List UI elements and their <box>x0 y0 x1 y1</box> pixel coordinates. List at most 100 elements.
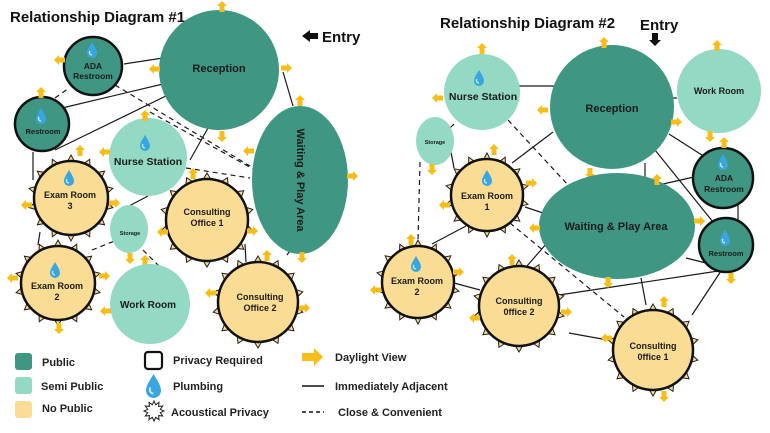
room-label: Reception <box>585 103 638 115</box>
legend-label: No Public <box>42 403 93 415</box>
room-label-line2: 2 <box>414 287 419 297</box>
daylight-arrow-icon <box>295 95 305 106</box>
daylight-arrow-icon <box>432 93 443 103</box>
legend-item-semi-public: Semi Public <box>15 377 103 394</box>
room-label-line1: Exam Room <box>31 281 83 291</box>
room-reception[interactable]: Reception <box>537 37 682 179</box>
legend-label: Immediately Adjacent <box>335 381 448 393</box>
daylight-arrow-icon <box>489 144 499 155</box>
entry-indicator: Entry <box>302 29 361 46</box>
room-restroom[interactable]: Restroom <box>13 87 71 153</box>
room-label: Nurse Station <box>449 91 517 103</box>
daylight-arrow-icon <box>347 171 358 181</box>
room-storage[interactable]: Storage <box>110 205 150 266</box>
room-exam-room-3[interactable]: Exam Room 3 <box>21 145 120 243</box>
daylight-arrow-icon <box>281 63 292 73</box>
legend-item-close-convenient: Close & Convenient <box>302 407 442 419</box>
room-nurse-station[interactable]: Nurse Station <box>99 110 187 196</box>
room-label-line2: 2 <box>54 292 59 302</box>
plumbing-icon <box>145 373 162 399</box>
room-restroom[interactable]: Restroom <box>697 216 755 284</box>
room-exam-room-1[interactable]: Exam Room 1 <box>439 144 537 239</box>
daylight-arrow-icon <box>7 273 18 283</box>
legend-item-daylight-view: Daylight View <box>302 348 407 366</box>
room-consulting-office-2[interactable]: Consulting 0ffice 2 <box>469 254 572 353</box>
daylight-arrow-icon <box>719 137 729 148</box>
room-label-line2: 0ffice 1 <box>637 352 668 362</box>
diagram-2-title: Relationship Diagram #2 <box>440 15 615 32</box>
legend: Public Semi Public No Public Privacy Req… <box>15 348 448 423</box>
room-storage[interactable]: Storage <box>416 117 454 175</box>
room-label: Storage <box>120 231 140 237</box>
room-label: Reception <box>192 63 245 75</box>
daylight-arrow-icon <box>21 200 32 210</box>
daylight-arrow-icon <box>659 391 669 402</box>
room-label: Waiting & Play Area <box>564 221 668 233</box>
room-label-line2: 0ffice 2 <box>503 307 534 317</box>
room-label-line2: Office 1 <box>190 218 223 228</box>
legend-item-privacy-required: Privacy Required <box>143 350 263 371</box>
entry-indicator: Entry <box>640 17 679 46</box>
daylight-arrow-icon <box>370 285 381 295</box>
room-consulting-office-1[interactable]: Consulting Office 1 <box>157 168 258 268</box>
room-label: Restroom <box>25 127 60 136</box>
entry-arrow-icon <box>302 30 318 42</box>
daylight-arrow-icon <box>659 296 669 307</box>
room-label: Work Room <box>120 300 176 311</box>
entry-label: Entry <box>322 29 361 46</box>
daylight-arrow-icon <box>507 254 517 265</box>
room-label-line2: 1 <box>484 202 489 212</box>
room-label: Work Room <box>694 86 744 96</box>
room-work-room[interactable]: Work Room <box>100 264 190 344</box>
room-label-line2: Office 2 <box>243 303 276 313</box>
legend-label: Acoustical Privacy <box>171 407 270 419</box>
daylight-arrow-icon <box>54 323 64 334</box>
daylight-arrow-icon <box>477 43 487 54</box>
room-label-line1: Exam Room <box>391 276 443 286</box>
diagram-2: Relationship Diagram #2 Entry <box>370 15 761 402</box>
no-public-swatch <box>15 401 32 418</box>
room-reception[interactable]: Reception <box>149 1 292 142</box>
room-label-line1: ADA <box>715 173 733 183</box>
daylight-arrow-icon <box>99 147 110 157</box>
room-ada-restroom[interactable]: ADA Restroom <box>54 35 124 97</box>
daylight-arrow-icon <box>149 64 160 74</box>
daylight-arrow-icon <box>406 234 416 245</box>
public-swatch <box>15 353 32 370</box>
legend-label: Close & Convenient <box>338 407 442 419</box>
daylight-arrow-icon <box>75 145 85 156</box>
legend-label: Plumbing <box>173 381 223 393</box>
daylight-arrow-icon <box>694 216 705 226</box>
privacy-square-icon <box>143 350 164 371</box>
daylight-arrow-icon <box>427 164 437 175</box>
connections <box>417 85 739 342</box>
room-exam-room-2[interactable]: Exam Room 2 <box>7 238 110 334</box>
daylight-arrow-icon <box>125 253 135 264</box>
room-consulting-office-1[interactable]: Consulting 0ffice 1 <box>601 296 699 402</box>
room-ada-restroom[interactable]: ADA Restroom <box>691 137 755 210</box>
room-label: Waiting & Play Area <box>294 128 306 232</box>
room-label: Storage <box>425 140 445 146</box>
room-label: Restroom <box>708 249 743 258</box>
room-label-line1: Consulting <box>237 292 284 302</box>
room-work-room[interactable]: Work Room <box>677 40 761 142</box>
daylight-arrow-icon <box>726 273 736 284</box>
daylight-arrow-icon <box>439 200 450 210</box>
room-label-line2: Restroom <box>704 184 744 194</box>
diagram-1: Relationship Diagram #1 Entry <box>7 1 361 349</box>
room-label-line2: 3 <box>67 201 72 211</box>
room-consulting-office-2[interactable]: Consulting Office 2 <box>205 250 310 349</box>
room-label-line1: Consulting <box>184 207 231 217</box>
room-exam-room-2[interactable]: Exam Room 2 <box>370 234 464 326</box>
connections <box>32 57 301 271</box>
room-nurse-station[interactable]: Nurse Station <box>432 43 520 130</box>
legend-label: Privacy Required <box>173 355 263 367</box>
room-label-line1: Consulting <box>630 341 677 351</box>
room-waiting-play-area[interactable]: Waiting & Play Area <box>243 95 358 263</box>
daylight-arrow-icon <box>217 131 227 142</box>
room-waiting-play-area[interactable]: Waiting & Play Area <box>529 173 705 288</box>
room-label-line1: ADA <box>84 61 102 71</box>
room-label-line1: Exam Room <box>461 191 513 201</box>
daylight-arrow-icon <box>100 306 111 316</box>
